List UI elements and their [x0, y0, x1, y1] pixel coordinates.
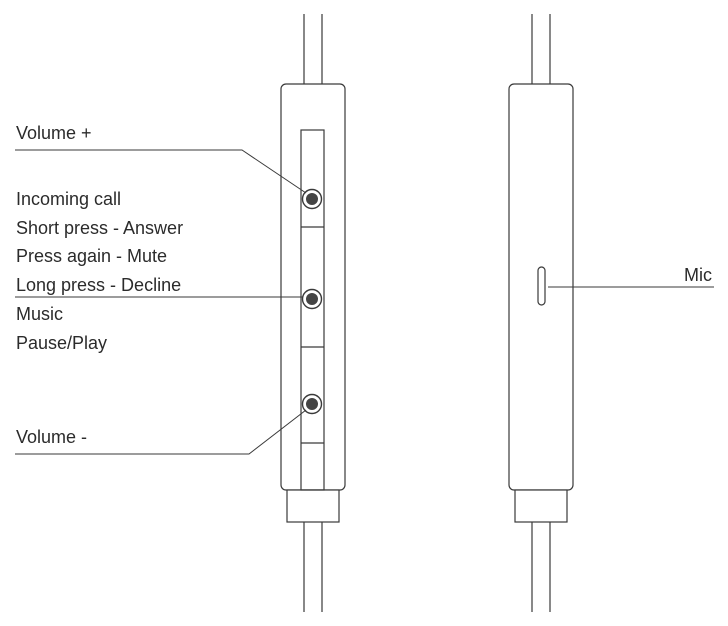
label-short-press: Short press - Answer [16, 218, 183, 238]
cable-bottom-left [303, 522, 323, 612]
leader-volume-up [15, 149, 307, 194]
leader-volume-down [15, 409, 307, 455]
volume-down-button[interactable] [301, 393, 323, 415]
label-press-again: Press again - Mute [16, 246, 167, 266]
label-pause-play: Pause/Play [16, 333, 107, 353]
cable-bottom-right [531, 522, 551, 612]
play-pause-button[interactable] [301, 288, 323, 310]
label-volume-up: Volume + [16, 123, 92, 143]
remote-front-view [280, 14, 346, 612]
label-volume-down: Volume - [16, 427, 87, 447]
label-long-press: Long press - Decline [16, 275, 181, 295]
cable-top-right [531, 14, 551, 86]
labels: Volume + Incoming call Short press - Ans… [16, 123, 712, 447]
label-incoming-call: Incoming call [16, 189, 121, 209]
remote-collar-front [286, 489, 340, 523]
remote-body-front [280, 83, 346, 491]
remote-back-view [508, 14, 574, 612]
leader-lines [15, 149, 714, 455]
label-mic: Mic [684, 265, 712, 285]
cable-top-left [303, 14, 323, 86]
button-strip [300, 129, 325, 491]
mic-slot [537, 266, 546, 306]
volume-up-button[interactable] [301, 188, 323, 210]
label-music: Music [16, 304, 63, 324]
remote-collar-back [514, 489, 568, 523]
